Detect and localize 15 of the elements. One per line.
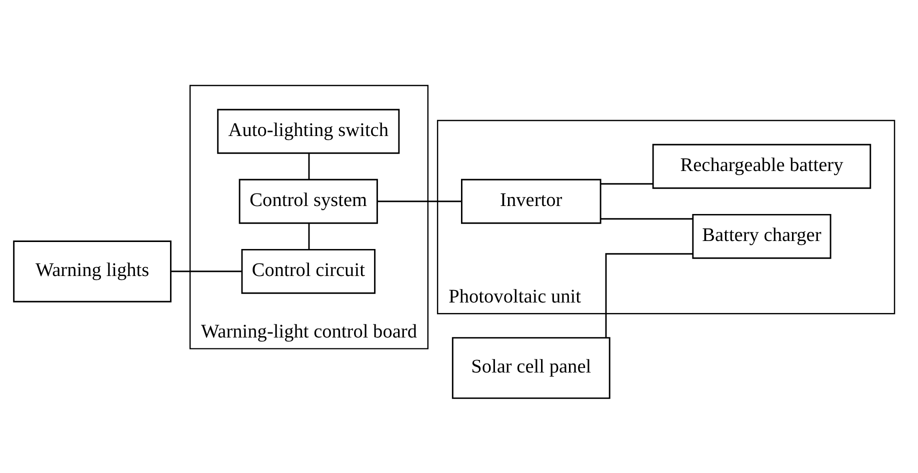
node-box: Control circuit [241,248,376,294]
connector [600,182,653,184]
connector [377,200,462,202]
node-box: Warning lights [13,240,172,302]
connector [308,152,310,179]
connector [605,252,692,337]
node-box: Rechargeable battery [652,143,872,188]
node-box: Control system [238,178,378,224]
connector [308,222,310,249]
node-box: Solar cell panel [452,336,610,398]
connector [170,270,242,272]
node-box: Auto-lighting switch [217,108,400,154]
connector [600,218,693,220]
node-box: Battery charger [692,213,832,258]
node-box: Invertor [460,178,602,224]
